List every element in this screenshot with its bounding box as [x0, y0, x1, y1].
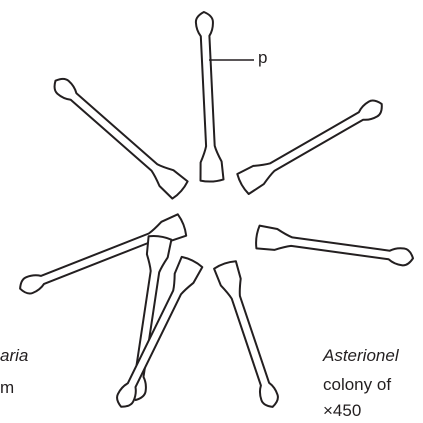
- right-caption-line3: ×450: [323, 401, 361, 420]
- cell-upper-left: [55, 79, 188, 199]
- cell-top: [196, 12, 224, 182]
- cell-upper-right: [237, 101, 382, 194]
- label-p: p: [258, 48, 267, 67]
- cell-lower-right: [214, 261, 278, 407]
- left-caption-line2: m: [0, 378, 14, 397]
- right-caption-line2: colony of: [323, 375, 391, 394]
- cell-right: [256, 226, 413, 266]
- left-caption-line1: aria: [0, 346, 28, 365]
- cell-lower-left-inner: [117, 257, 202, 407]
- right-caption-line1: Asterionel: [323, 346, 399, 365]
